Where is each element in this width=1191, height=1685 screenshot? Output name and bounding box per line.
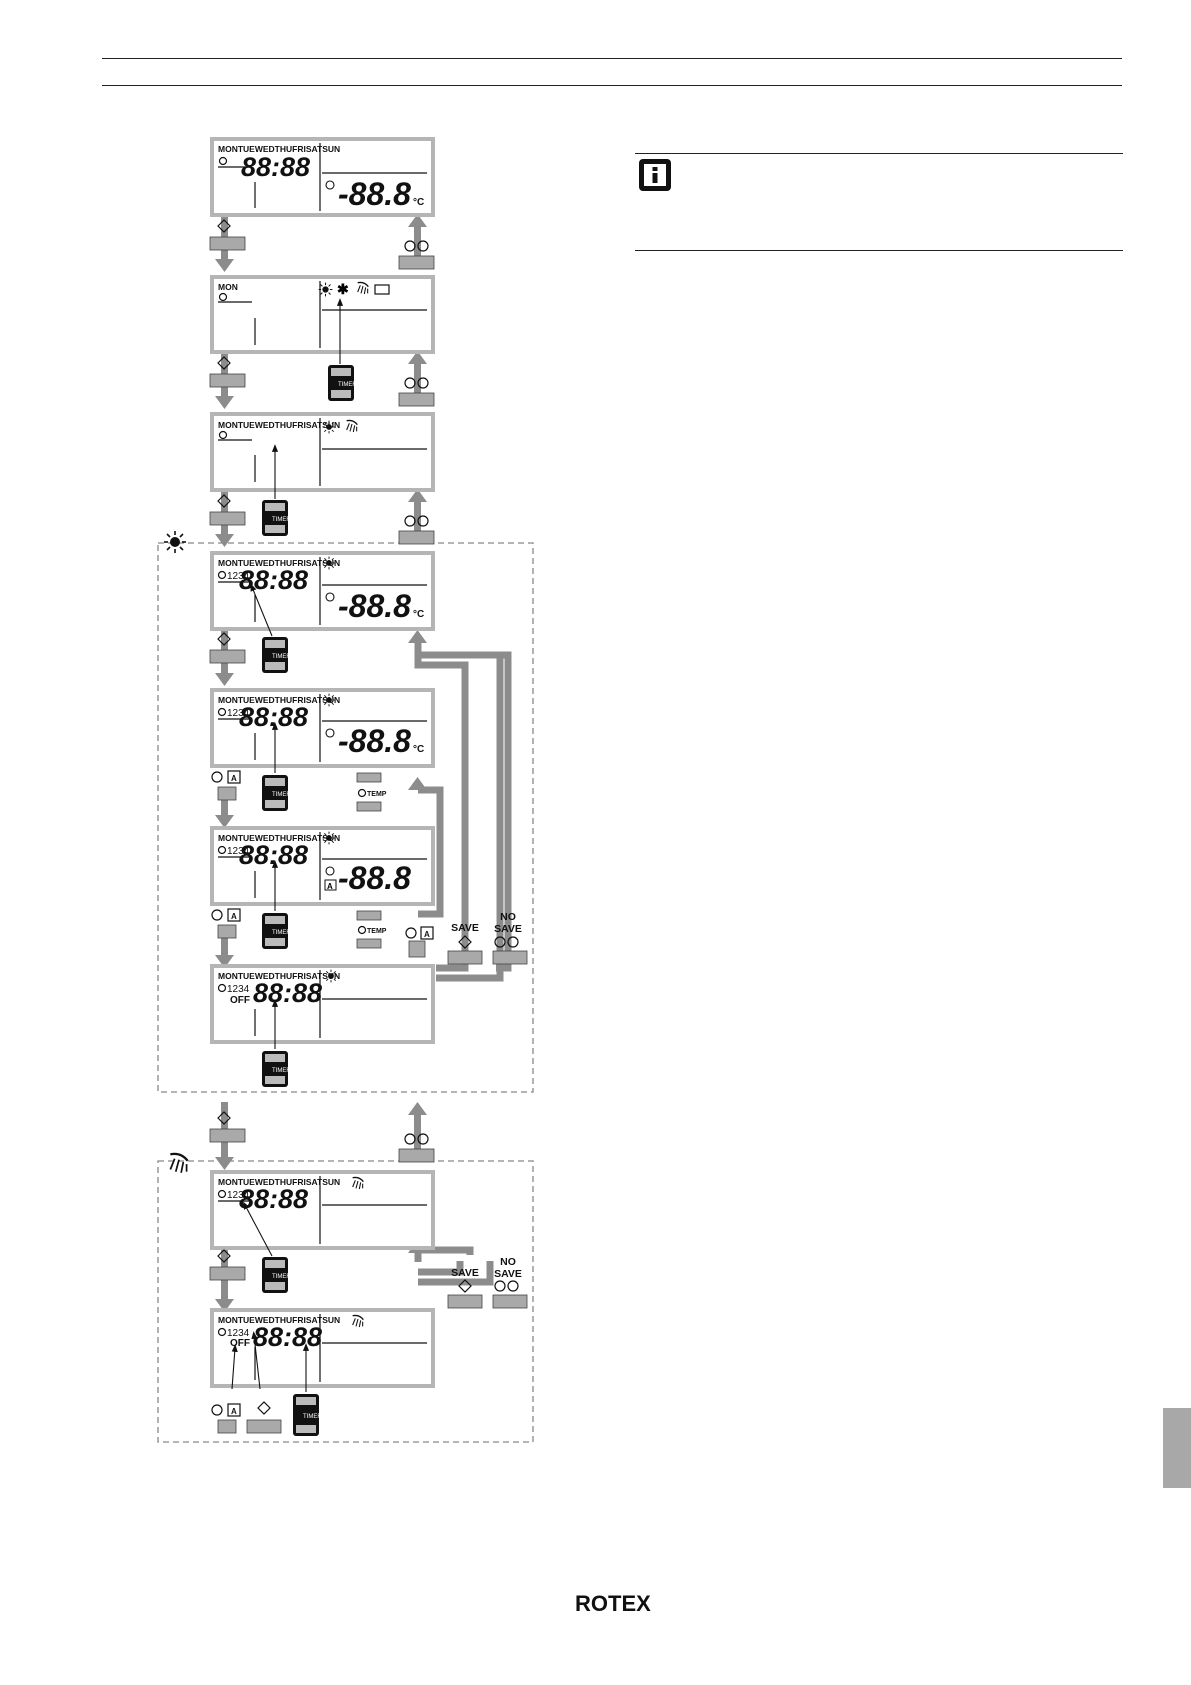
auto-icon-letter: A [231, 912, 237, 921]
temp-button-label: TEMP [367, 791, 387, 798]
time-display-8: 88:88 [239, 1184, 308, 1214]
no-save-label-line2: SAVE [494, 923, 522, 935]
timer-button-label: TIMER [272, 517, 291, 523]
days-label-5: MONTUEWEDTHUFRISATSUN [218, 695, 340, 705]
days-label-8: MONTUEWEDTHUFRISATSUN [218, 1177, 340, 1187]
heating-icon [318, 282, 333, 297]
hotwater-group-frame [157, 1160, 534, 1443]
auto-icon-letter: A [231, 1407, 237, 1416]
note-rule-top [635, 153, 1123, 154]
time-display-7: 88:88 [253, 978, 322, 1008]
lcd-panel-3 [210, 412, 435, 492]
lcd-panel-2 [210, 275, 435, 354]
time-display-4: 88:88 [239, 565, 308, 595]
temp-unit-4: °C [413, 609, 424, 620]
days-label-9: MONTUEWEDTHUFRISATSUN [218, 1315, 340, 1325]
schedule-digits-6: 1234 [227, 846, 250, 857]
timer-button-label: TIMER [272, 930, 291, 936]
heating-icon-4 [322, 556, 336, 570]
rotex-logo: ROTEX [575, 1591, 651, 1616]
temp-display-6: -88.8 [338, 860, 411, 896]
chapter-tab [1163, 1408, 1191, 1488]
days-label-4: MONTUEWEDTHUFRISATSUN [218, 558, 340, 568]
no-save-label-line1-hot-water: NO [500, 1256, 516, 1268]
timer-button-label: TIMER [272, 1068, 291, 1074]
heating-icon-5 [322, 693, 336, 707]
note-rule-bottom [635, 250, 1123, 251]
days-label-3: MONTUEWEDTHUFRISATSUN [218, 420, 340, 430]
heating-icon-3 [322, 420, 336, 434]
heating-icon-6 [322, 831, 336, 845]
time-display-9: 88:88 [253, 1322, 322, 1352]
schedule-digits-4: 1234 [227, 571, 250, 582]
lcd-panel-7 [210, 964, 435, 1044]
save-label-hot-water: SAVE [451, 1267, 479, 1279]
header-rule-top [102, 58, 1122, 59]
timer-button-label: TIMER [272, 654, 291, 660]
days-label-7: MONTUEWEDTHUFRISATSUN [218, 971, 340, 981]
time-display-6: 88:88 [239, 840, 308, 870]
time-display-5: 88:88 [239, 702, 308, 732]
off-label-9: OFF [230, 1338, 250, 1349]
heating-icon-7 [324, 969, 338, 983]
lcd-panel-4 [210, 551, 435, 631]
schedule-digits-9: 1234 [227, 1328, 250, 1339]
off-label-7: OFF [230, 995, 250, 1006]
no-save-label-line1: NO [500, 911, 516, 923]
timer-button-label: TIMER [272, 1274, 291, 1280]
auto-icon-lcd: A [327, 882, 333, 891]
temp-display-1: -88.8 [338, 176, 411, 212]
lcd-panel-9 [210, 1308, 435, 1388]
timer-button-label: TIMER [338, 382, 357, 388]
schedule-digits-5: 1234 [227, 708, 250, 719]
hot-water-mode-icon [169, 1152, 189, 1174]
lcd-panel-6 [210, 826, 435, 906]
timer-button-label: TIMER [272, 792, 291, 798]
temp-unit-1: °C [413, 197, 424, 208]
save-label: SAVE [451, 922, 479, 934]
lcd-panel-1 [210, 137, 435, 217]
timer-button-label: TIMER [303, 1414, 322, 1420]
cooling-icon: ✱ [337, 281, 349, 297]
days-label-1: MONTUEWEDTHUFRISATSUN [218, 144, 340, 154]
lcd-panels [210, 137, 435, 1388]
no-save-label-line2-hot-water: SAVE [494, 1268, 522, 1280]
days-label-6: MONTUEWEDTHUFRISATSUN [218, 833, 340, 843]
heating-group-frame [157, 542, 534, 1093]
quiet-mode-icon [374, 284, 390, 295]
auto-icon-letter: A [424, 930, 430, 939]
schedule-digits-7: 1234 [227, 984, 250, 995]
temp-display-4: -88.8 [338, 588, 411, 624]
day-mon-label: MON [218, 282, 238, 292]
temp-button-label: TEMP [367, 928, 387, 935]
auto-icon-letter: A [231, 774, 237, 783]
timer-buttons: TIMER TIMER TIMER TIMER TIMER TIMER [262, 365, 357, 1436]
temp-display-5: -88.8 [338, 723, 411, 759]
schedule-digits-8: 1234 [227, 1190, 250, 1201]
header-rule-bottom [102, 85, 1122, 86]
info-icon [639, 159, 671, 191]
time-display-1: 88:88 [241, 152, 310, 182]
lcd-panel-5 [210, 688, 435, 768]
heating-mode-icon [163, 530, 187, 554]
temp-unit-5: °C [413, 744, 424, 755]
